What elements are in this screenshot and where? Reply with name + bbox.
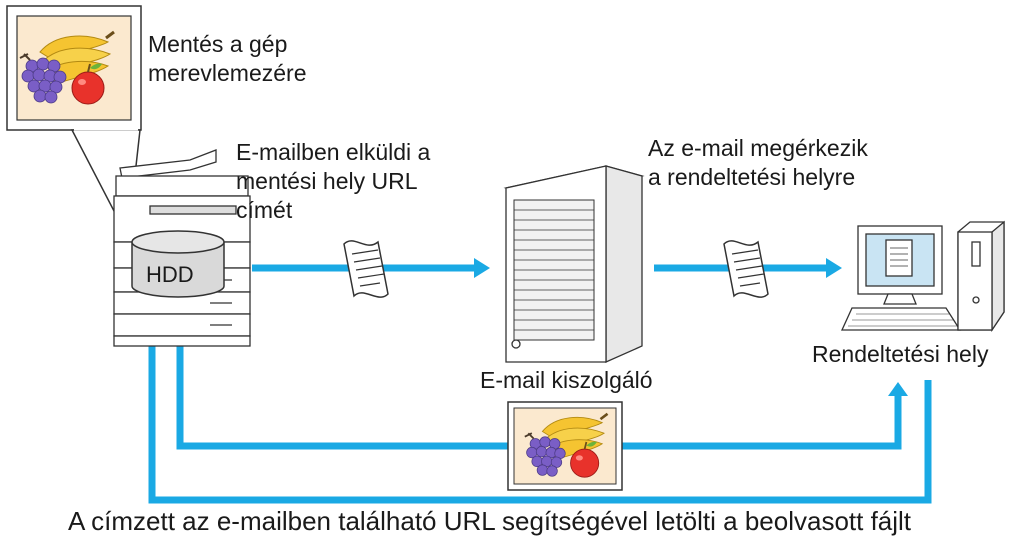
email-document-icon [343,240,389,298]
destination-label: Rendeltetési hely [812,341,989,367]
scanned-image-icon [16,15,132,121]
computer-icon [840,220,1005,333]
hdd-label: HDD [146,262,194,287]
send-url-label: E-mailben elküldi a mentési hely URL cím… [236,139,431,223]
server-icon [503,165,645,364]
save-to-hdd-label: Mentés a gép merevlemezére [148,31,307,86]
email-document-icon [723,240,769,298]
email-arrives-label: Az e-mail megérkezik a rendeltetési hely… [648,135,868,190]
scanned-image-icon [507,401,623,491]
hdd-icon [131,230,225,298]
mail-server-label: E-mail kiszolgáló [480,367,653,393]
caption: A címzett az e-mailben található URL seg… [68,506,912,536]
